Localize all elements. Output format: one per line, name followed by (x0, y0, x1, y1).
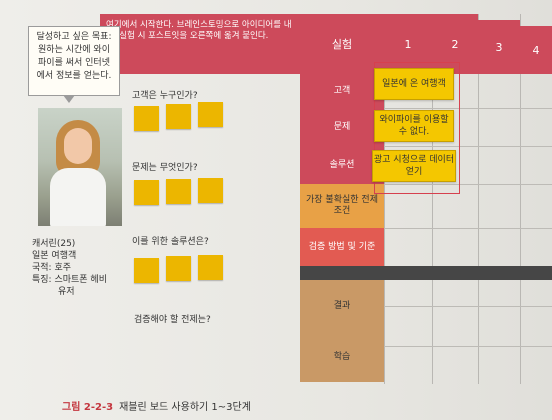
sticky-note[interactable] (134, 258, 159, 283)
header-column-4: 4 (520, 26, 552, 74)
figure-label: 그림 2-2-3 (62, 402, 114, 413)
question-problem: 문제는 무엇인가? (132, 163, 198, 173)
figure-caption: 그림 2-2-3 재블린 보드 사용하기 1~3단계 (62, 398, 251, 413)
sticky-note[interactable] (166, 256, 191, 281)
sticky-note[interactable] (134, 180, 159, 205)
note-customer[interactable]: 일본에 온 여행객 (374, 68, 454, 100)
sticky-note[interactable] (198, 178, 223, 203)
grid-line (432, 14, 433, 384)
instruction-text: 여기에서 시작한다. 브레인스토밍으로 아이디어를 내고, 실험 시 포스트잇을… (106, 20, 292, 41)
goal-line: 원하는 시간에 와이 (38, 45, 110, 55)
question-solution: 이를 위한 솔루션은? (132, 237, 209, 247)
persona-line: 특징: 스마트폰 헤비 (32, 275, 107, 285)
grid-line (478, 14, 479, 384)
persona-shirt (50, 168, 106, 226)
goal-line: 달성하고 싶은 목표: (36, 32, 112, 42)
grid-line (300, 228, 552, 229)
grid-line (520, 14, 521, 384)
row-label-customer: 고객 (300, 74, 384, 108)
persona-photo (38, 108, 122, 226)
header-column-2: 2 (432, 14, 478, 74)
sticky-note[interactable] (134, 106, 159, 131)
persona-description: 캐서린(25) 일본 여행객 국적: 호주 특징: 스마트폰 헤비 유저 (32, 238, 124, 298)
persona-line: 유저 (58, 287, 75, 297)
note-solution[interactable]: 광고 시청으로 데이터 얻기 (372, 150, 456, 182)
persona-face (64, 128, 92, 164)
goal-line: 파이를 써서 인터넷 (38, 58, 110, 68)
row-label-validation: 검증 방법 및 기준 (300, 228, 384, 266)
question-customer: 고객은 누구인가? (132, 91, 198, 101)
grid-line (300, 146, 552, 147)
divider-bar (300, 266, 552, 280)
note-problem[interactable]: 와이파이를 이용할 수 없다. (374, 110, 454, 142)
persona-line: 일본 여행객 (32, 251, 77, 261)
question-assumption: 검증해야 할 전제는? (134, 315, 211, 325)
persona-line: 국적: 호주 (32, 263, 72, 273)
instruction-banner (100, 14, 300, 74)
sticky-note[interactable] (198, 255, 223, 280)
figure-title: 재블린 보드 사용하기 1~3단계 (119, 402, 251, 413)
grid-line (300, 108, 552, 109)
grid-line (300, 306, 552, 307)
header-column-1: 1 (384, 14, 432, 74)
header-column-3: 3 (478, 20, 520, 74)
sticky-note[interactable] (198, 102, 223, 127)
header-experiment: 실험 (300, 14, 384, 74)
goal-line: 에서 정보를 얻는다. (36, 71, 112, 81)
grid-line (384, 14, 385, 384)
row-label-solution: 솔루션 (300, 146, 384, 184)
sticky-note[interactable] (166, 179, 191, 204)
sticky-note[interactable] (166, 104, 191, 129)
row-label-riskiest-assumption: 가장 불확실한 전제 조건 (300, 184, 384, 228)
row-label-result: 결과 (300, 280, 384, 332)
goal-speech-bubble: 달성하고 싶은 목표: 원하는 시간에 와이 파이를 써서 인터넷 에서 정보를… (28, 26, 120, 103)
grid-line (300, 346, 552, 347)
grid-line (300, 184, 552, 185)
row-label-learning: 학습 (300, 332, 384, 382)
persona-line: 캐서린(25) (32, 239, 76, 249)
row-label-problem: 문제 (300, 108, 384, 146)
